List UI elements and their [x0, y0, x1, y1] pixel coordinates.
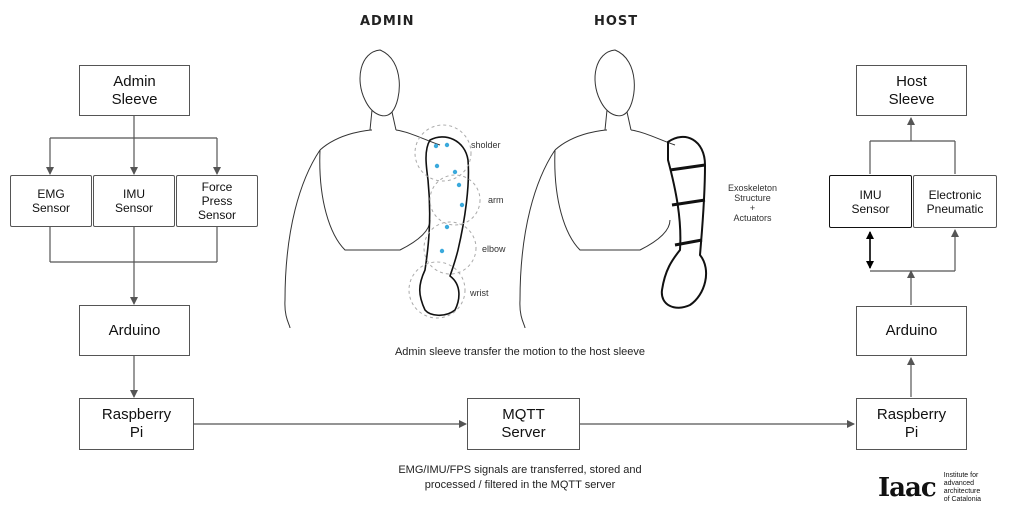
- right-arduino-box: Arduino: [856, 306, 967, 356]
- arm-joint-ring: [429, 174, 481, 226]
- logo-institute-text: Institute for advanced architecture of C…: [943, 472, 982, 503]
- admin-sleeve-box: Admin Sleeve: [79, 65, 190, 116]
- left-arduino-box: Arduino: [79, 305, 190, 356]
- admin-neck: [369, 109, 397, 131]
- admin-left-arm: [284, 149, 321, 329]
- sensor-dot: [439, 248, 445, 254]
- elbow-joint-ring: [423, 221, 477, 275]
- admin-head: [359, 49, 400, 117]
- tag-exoskeleton: Exoskeleton Structure + Actuators: [728, 183, 778, 223]
- signals-caption-line2: processed / filtered in the MQTT server: [424, 479, 616, 491]
- emg-sensor-box: EMG Sensor: [10, 175, 92, 227]
- host-exoskeleton-arm: [660, 136, 708, 309]
- signals-caption-line1: EMG/IMU/FPS signals are transferred, sto…: [398, 464, 642, 476]
- electronic-pneumatic-box: Electronic Pneumatic: [913, 175, 997, 228]
- imu-sensor-box: IMU Sensor: [93, 175, 175, 227]
- tag-wrist: wrist: [470, 288, 489, 298]
- host-left-arm: [519, 149, 556, 329]
- left-raspberry-pi-box: Raspberry Pi: [79, 398, 194, 450]
- tag-arm: arm: [488, 195, 504, 205]
- motion-caption: Admin sleeve transfer the motion to the …: [394, 346, 646, 358]
- sensor-dot: [459, 202, 465, 208]
- tag-shoulder: sholder: [471, 140, 501, 150]
- host-title: HOST: [594, 14, 639, 29]
- iaac-logo: Iaac Institute for advanced architecture…: [878, 472, 981, 504]
- host-sleeve-box: Host Sleeve: [856, 65, 967, 116]
- right-imu-sensor-box: IMU Sensor: [829, 175, 912, 228]
- sensor-dot: [433, 143, 439, 149]
- sensor-dot: [444, 142, 450, 148]
- right-raspberry-pi-box: Raspberry Pi: [856, 398, 967, 450]
- exo-straps: [669, 163, 706, 247]
- sensor-dot: [434, 163, 440, 169]
- host-neck: [604, 109, 632, 131]
- sensor-dot: [452, 169, 458, 175]
- host-torso: [554, 129, 676, 251]
- shoulder-joint-ring: [414, 124, 472, 182]
- logo-mark: Iaac: [878, 473, 937, 503]
- sensor-dot: [456, 182, 462, 188]
- host-head: [594, 49, 635, 117]
- sensor-dot: [444, 224, 450, 230]
- admin-title: ADMIN: [360, 14, 415, 29]
- mqtt-server-box: MQTT Server: [467, 398, 580, 450]
- force-press-sensor-box: Force Press Sensor: [176, 175, 258, 227]
- wrist-joint-ring: [408, 261, 466, 319]
- admin-sleeve-arm: [418, 136, 470, 317]
- admin-torso: [319, 129, 441, 251]
- tag-elbow: elbow: [482, 244, 506, 254]
